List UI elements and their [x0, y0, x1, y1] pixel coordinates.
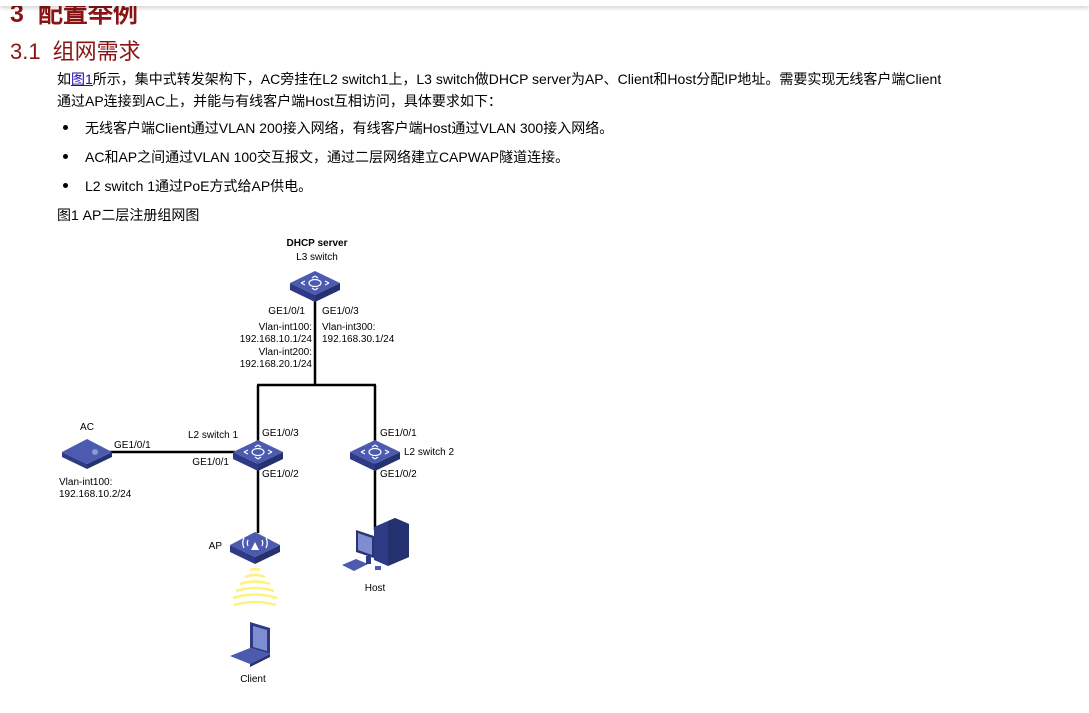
bullet-icon — [63, 183, 68, 188]
ac-label: AC — [80, 422, 94, 433]
vlan-label: Vlan-int200: — [259, 347, 312, 358]
l3-role-label: DHCP server — [287, 238, 348, 249]
intro-paragraph: 如图1所示，集中式转发架构下，AC旁挂在L2 switch1上，L3 switc… — [57, 68, 1077, 112]
client-label: Client — [240, 674, 266, 685]
top-bar — [0, 0, 1089, 6]
laptop-icon — [230, 622, 270, 667]
intro-text: 如 — [57, 71, 71, 87]
figure-link[interactable]: 图1 — [71, 71, 93, 87]
ip-label: 192.168.10.2/24 — [59, 489, 132, 500]
ip-label: 192.168.20.1/24 — [240, 359, 313, 370]
port-label: GE1/0/1 — [268, 306, 305, 317]
links — [110, 298, 377, 533]
vlan-label: Vlan-int300: — [322, 322, 375, 333]
intro-text: 所示，集中式转发架构下，AC旁挂在L2 switch1上，L3 switch做D… — [92, 71, 942, 87]
ac-icon — [62, 439, 112, 469]
bullet-icon — [63, 125, 68, 130]
port-label: GE1/0/1 — [192, 457, 229, 468]
intro-text: 通过AP连接到AC上，并能与有线客户端Host互相访问，具体要求如下： — [57, 93, 502, 109]
l3-name-label: L3 switch — [296, 252, 338, 263]
list-item-text: AC和AP之间通过VLAN 100交互报文，通过二层网络建立CAPWAP隧道连接… — [85, 149, 570, 165]
vlan-label: Vlan-int100: — [59, 477, 112, 488]
vlan-label: Vlan-int100: — [259, 322, 312, 333]
bullet-icon — [63, 154, 68, 159]
l3-switch-icon — [289, 270, 341, 303]
port-label: GE1/0/3 — [262, 428, 299, 439]
host-label: Host — [365, 583, 386, 594]
l2-switch-2-icon — [349, 439, 401, 472]
desktop-computer-icon — [342, 518, 409, 571]
wifi-signal-icon — [232, 567, 278, 607]
port-label: GE1/0/2 — [380, 469, 417, 480]
l2-switch-1-label: L2 switch 1 — [188, 430, 238, 441]
port-label: GE1/0/1 — [380, 428, 417, 439]
ip-label: 192.168.30.1/24 — [322, 334, 395, 345]
ip-label: 192.168.10.1/24 — [240, 334, 313, 345]
ap-label: AP — [209, 541, 223, 552]
list-item-text: L2 switch 1通过PoE方式给AP供电。 — [85, 178, 313, 194]
port-label: GE1/0/2 — [262, 469, 299, 480]
port-label: GE1/0/1 — [114, 440, 151, 451]
list-item-text: 无线客户端Client通过VLAN 200接入网络，有线客户端Host通过VLA… — [85, 120, 614, 136]
l2-switch-2-label: L2 switch 2 — [404, 447, 454, 458]
l2-switch-1-icon — [232, 439, 284, 472]
port-label: GE1/0/3 — [322, 306, 359, 317]
ap-icon — [230, 532, 280, 564]
figure-caption: 图1 AP二层注册组网图 — [57, 207, 200, 223]
